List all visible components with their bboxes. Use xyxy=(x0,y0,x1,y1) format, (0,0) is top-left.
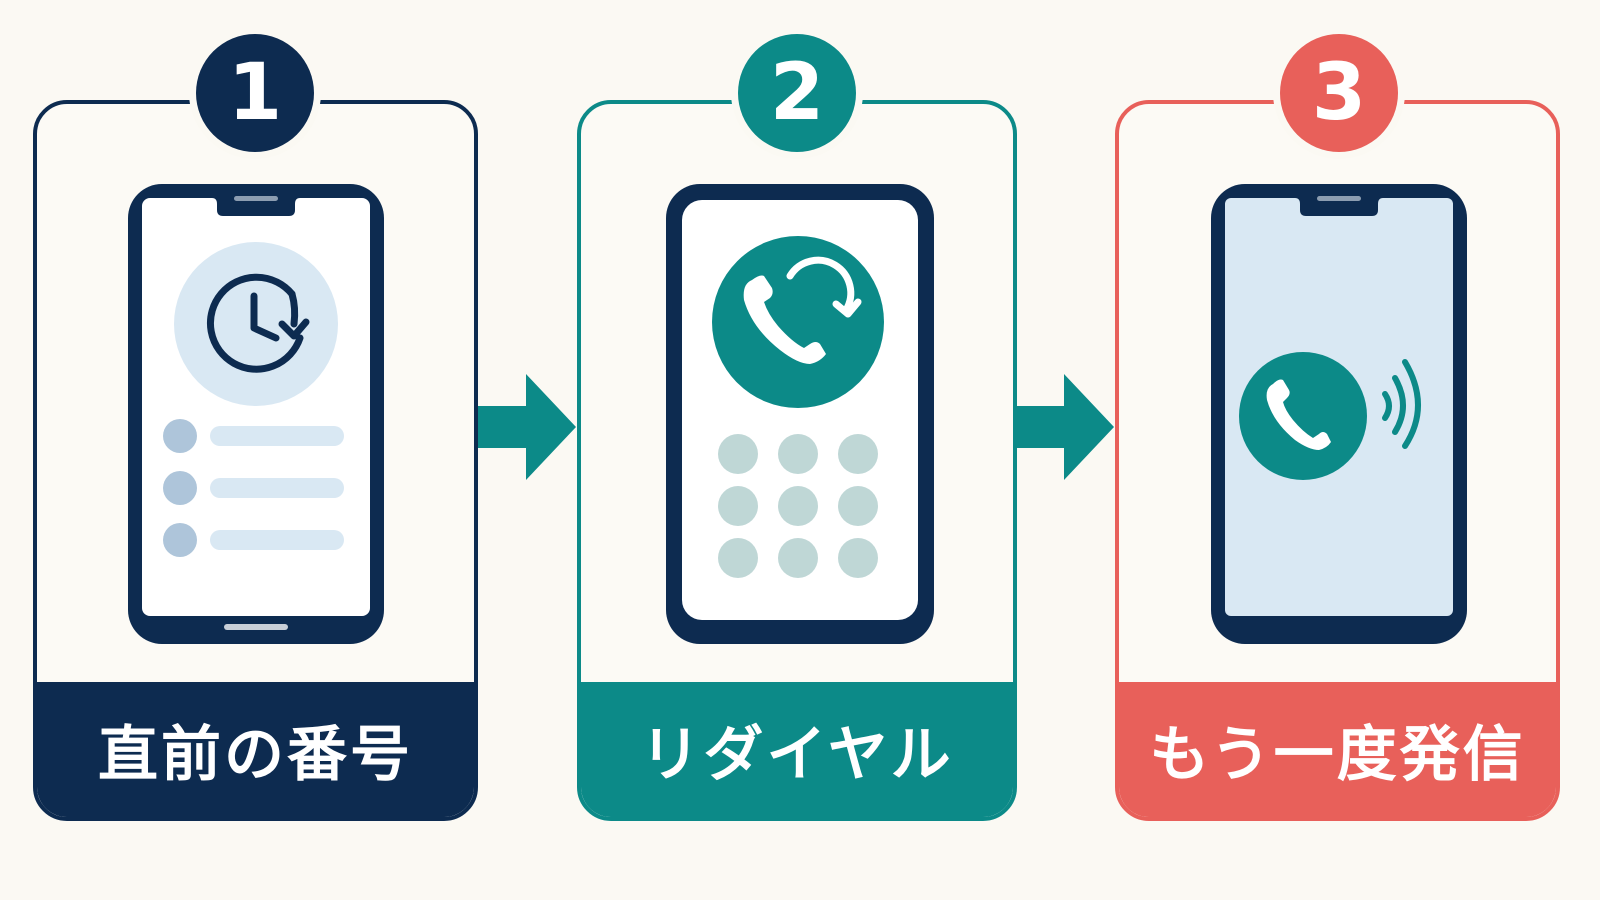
phone-3 xyxy=(1211,184,1467,644)
keypad xyxy=(718,434,878,578)
step-label-bar-3: もう一度発信 xyxy=(1119,682,1556,817)
step-number-2: 2 xyxy=(769,48,825,138)
history-clock-icon xyxy=(174,242,338,406)
step-label-bar-1: 直前の番号 xyxy=(37,682,474,817)
step-label-3: もう一度発信 xyxy=(1149,720,1526,790)
arrow-right-icon-2 xyxy=(1016,374,1114,480)
step-number-3: 3 xyxy=(1311,48,1367,138)
step-label-bar-2: リダイヤル xyxy=(581,682,1013,817)
step-badge-3: 3 xyxy=(1280,34,1398,152)
recent-list xyxy=(163,419,344,557)
step-number-1: 1 xyxy=(227,48,283,138)
step-label-2: リダイヤル xyxy=(640,720,954,790)
step-badge-2: 2 xyxy=(738,34,856,152)
step-badge-1: 1 xyxy=(196,34,314,152)
phone-2 xyxy=(666,184,934,644)
phone-1 xyxy=(128,184,384,644)
redial-phone-icon xyxy=(712,236,884,408)
arrow-right-icon-1 xyxy=(478,374,576,480)
calling-phone-icon xyxy=(1239,352,1421,480)
step-label-1: 直前の番号 xyxy=(98,720,413,790)
